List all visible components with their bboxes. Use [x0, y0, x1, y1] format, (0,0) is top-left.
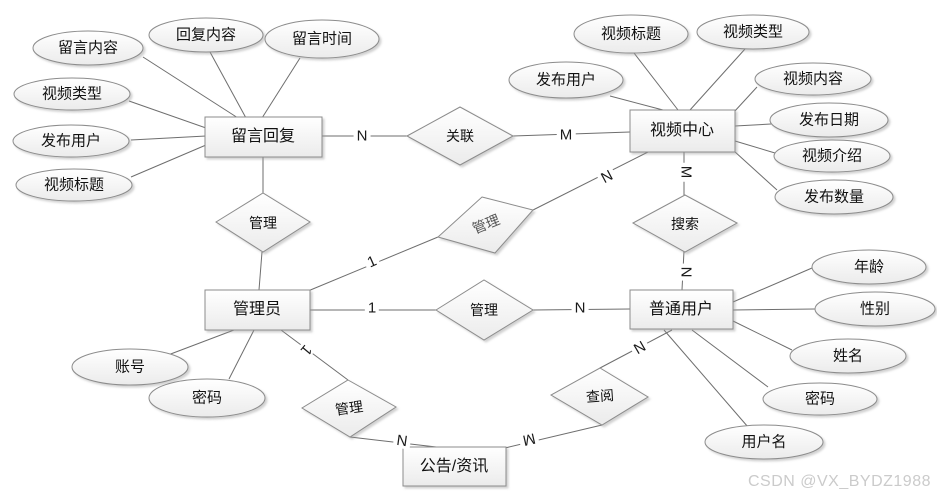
ellipse-user-age — [811, 249, 927, 285]
diamond-manage-video — [436, 196, 534, 254]
csdn-watermark: CSDN @VX_BYDZ1988 — [747, 473, 931, 490]
diamond-search — [631, 194, 739, 253]
diamond-manage-user — [435, 279, 534, 341]
edge-admin-manageannounce — [280, 329, 349, 381]
attr-user-name: 姓名 — [832, 347, 864, 365]
edge-reply-attr-content — [142, 56, 239, 119]
attr-video-title: 视频标题 — [600, 25, 662, 43]
attr-reply-content: 留言内容 — [57, 39, 119, 57]
relationship-search: 搜索 — [671, 216, 699, 232]
cardinality-admin-manageuser: 1 — [364, 300, 380, 316]
cardinality-search-user: N — [678, 263, 695, 281]
cardinality-manageuser-user: N — [571, 300, 589, 316]
cardinality-association-video: M — [556, 127, 576, 143]
ellipse-reply-publisher — [12, 124, 130, 158]
attr-video-type: 视频类型 — [722, 23, 784, 41]
edge-video-attr-type — [689, 48, 746, 111]
edge-user-attr-username — [663, 329, 749, 428]
rect-announcement — [402, 446, 507, 487]
edge-video-attr-count — [733, 150, 778, 191]
relationship-association: 关联 — [446, 128, 474, 144]
entity-video-center: 视频中心 — [649, 122, 715, 139]
ellipse-video-type — [696, 14, 810, 50]
entity-message-reply: 留言回复 — [230, 128, 296, 145]
ellipse-video-title — [573, 14, 689, 54]
entity-announcement: 公告/资讯 — [419, 458, 489, 475]
rect-admin — [204, 289, 311, 331]
ellipse-video-count — [774, 179, 894, 215]
attr-reply-videotype: 视频类型 — [41, 85, 103, 103]
attr-reply-replycontent: 回复内容 — [175, 26, 237, 44]
rect-message-reply — [204, 116, 323, 158]
relationship-manage-user: 管理 — [470, 302, 498, 318]
edge-video-attr-date — [734, 123, 772, 127]
ellipse-video-publisher — [508, 61, 624, 99]
relationship-manage-reply: 管理 — [249, 215, 277, 231]
edge-video-managevideo — [532, 151, 649, 211]
entity-admin: 管理员 — [232, 301, 282, 318]
ellipse-user-name — [789, 338, 907, 374]
edge-managereply-admin — [258, 251, 263, 291]
attr-user-age: 年龄 — [853, 258, 885, 276]
diamond-manage-announce — [301, 379, 397, 438]
edge-admin-attr-account — [167, 329, 235, 356]
cardinality-announce-view: M — [518, 429, 540, 449]
attr-user-username: 用户名 — [741, 433, 787, 451]
attr-reply-publisher: 发布用户 — [40, 132, 102, 150]
edge-video-attr-title — [633, 52, 679, 111]
edge-video-attr-content — [733, 86, 758, 113]
ellipse-user-gender — [814, 291, 936, 327]
edge-reply-attr-time — [261, 57, 301, 119]
edge-reply-attr-videotype — [128, 100, 207, 129]
attr-user-gender: 性别 — [859, 300, 891, 318]
edge-user-attr-age — [732, 267, 813, 303]
ellipse-reply-content — [32, 30, 144, 66]
edge-video-attr-publisher — [609, 95, 664, 111]
edge-reply-attr-publisher — [130, 135, 207, 141]
diamond-association — [405, 106, 515, 166]
attr-video-publisher: 发布用户 — [535, 71, 597, 89]
entity-normal-user: 普通用户 — [648, 301, 714, 318]
attr-video-intro: 视频介绍 — [801, 147, 863, 165]
attr-admin-password: 密码 — [191, 389, 223, 407]
attr-video-content: 视频内容 — [782, 70, 844, 88]
ellipse-reply-videotitle — [15, 168, 133, 202]
relationship-manage-announce: 管理 — [334, 398, 364, 418]
cardinality-video-search: M — [678, 162, 695, 182]
ellipse-video-intro — [773, 139, 891, 173]
attribute-shapes — [12, 14, 936, 460]
ellipse-video-content — [754, 62, 872, 96]
attr-admin-account: 账号 — [114, 358, 146, 376]
edge-reply-attr-replycontent — [209, 51, 247, 119]
rect-video-center — [629, 109, 736, 153]
attr-video-count: 发布数量 — [803, 188, 865, 206]
edge-video-attr-intro — [734, 140, 776, 154]
cardinality-manageannounce-announce: N — [392, 432, 412, 450]
ellipse-admin-account — [71, 348, 189, 386]
attr-video-date: 发布日期 — [798, 111, 860, 129]
ellipse-user-username — [704, 424, 824, 460]
relationship-view: 查阅 — [585, 387, 615, 405]
attr-reply-videotitle: 视频标题 — [43, 176, 105, 194]
ellipse-admin-password — [148, 378, 266, 418]
edge-user-attr-name — [732, 320, 793, 351]
ellipse-user-password — [762, 382, 878, 416]
ellipse-reply-time — [264, 19, 380, 59]
attr-user-password: 密码 — [804, 390, 836, 408]
diamond-view — [549, 367, 649, 426]
attr-reply-time: 留言时间 — [291, 30, 353, 48]
edge-admin-attr-password — [228, 329, 255, 380]
edge-reply-attr-videotitle — [130, 144, 207, 178]
ellipse-reply-replycontent — [148, 17, 264, 53]
cardinality-reply-association: N — [353, 128, 371, 144]
diamond-manage-reply — [215, 192, 311, 253]
relationship-shapes — [215, 106, 739, 438]
ellipse-video-date — [769, 102, 889, 138]
edge-user-attr-password — [691, 329, 769, 388]
entity-shapes — [204, 109, 736, 487]
rect-normal-user — [629, 289, 734, 330]
ellipse-reply-videotype — [13, 77, 131, 111]
edge-user-attr-gender — [732, 308, 816, 311]
